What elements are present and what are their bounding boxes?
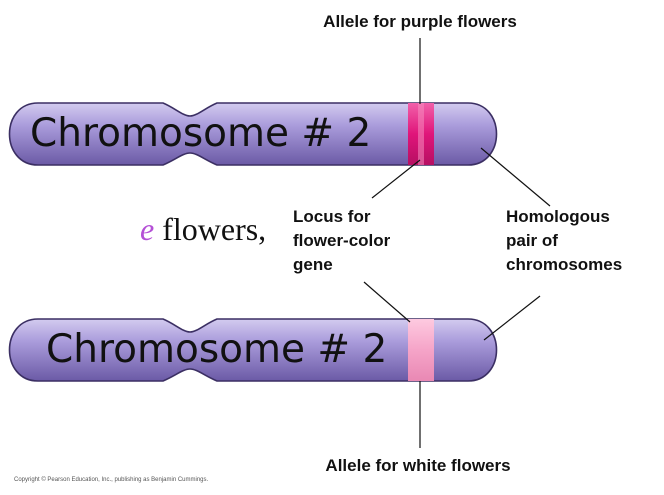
label-allele-white: Allele for white flowers <box>325 456 510 475</box>
label-locus-line3: gene <box>293 255 333 274</box>
label-locus-line2: flower-color <box>293 231 391 250</box>
label-locus: Locus for flower-color gene <box>293 207 395 274</box>
leader-homologous-bottom <box>484 296 540 340</box>
chromosome-bottom-label: Chromosome # 2 <box>46 330 387 369</box>
slide-text-italic-fragment: e <box>140 211 154 247</box>
chromosome-top-label: Chromosome # 2 <box>30 114 371 153</box>
white-allele-band <box>408 314 434 386</box>
copyright-notice: Copyright © Pearson Education, Inc., pub… <box>14 477 208 483</box>
label-homologous-line1: Homologous <box>506 207 610 226</box>
label-homologous: Homologous pair of chromosomes <box>506 207 622 274</box>
label-allele-purple: Allele for purple flowers <box>323 12 517 31</box>
slide-text-rest: flowers, <box>154 211 266 247</box>
label-homologous-line3: chromosomes <box>506 255 622 274</box>
leader-homologous-top <box>481 148 550 206</box>
label-homologous-line2: pair of <box>506 231 558 250</box>
leader-locus-bottom <box>364 282 410 322</box>
slide-text-fragment: e flowers, <box>140 213 266 245</box>
label-locus-line1: Locus for <box>293 207 371 226</box>
